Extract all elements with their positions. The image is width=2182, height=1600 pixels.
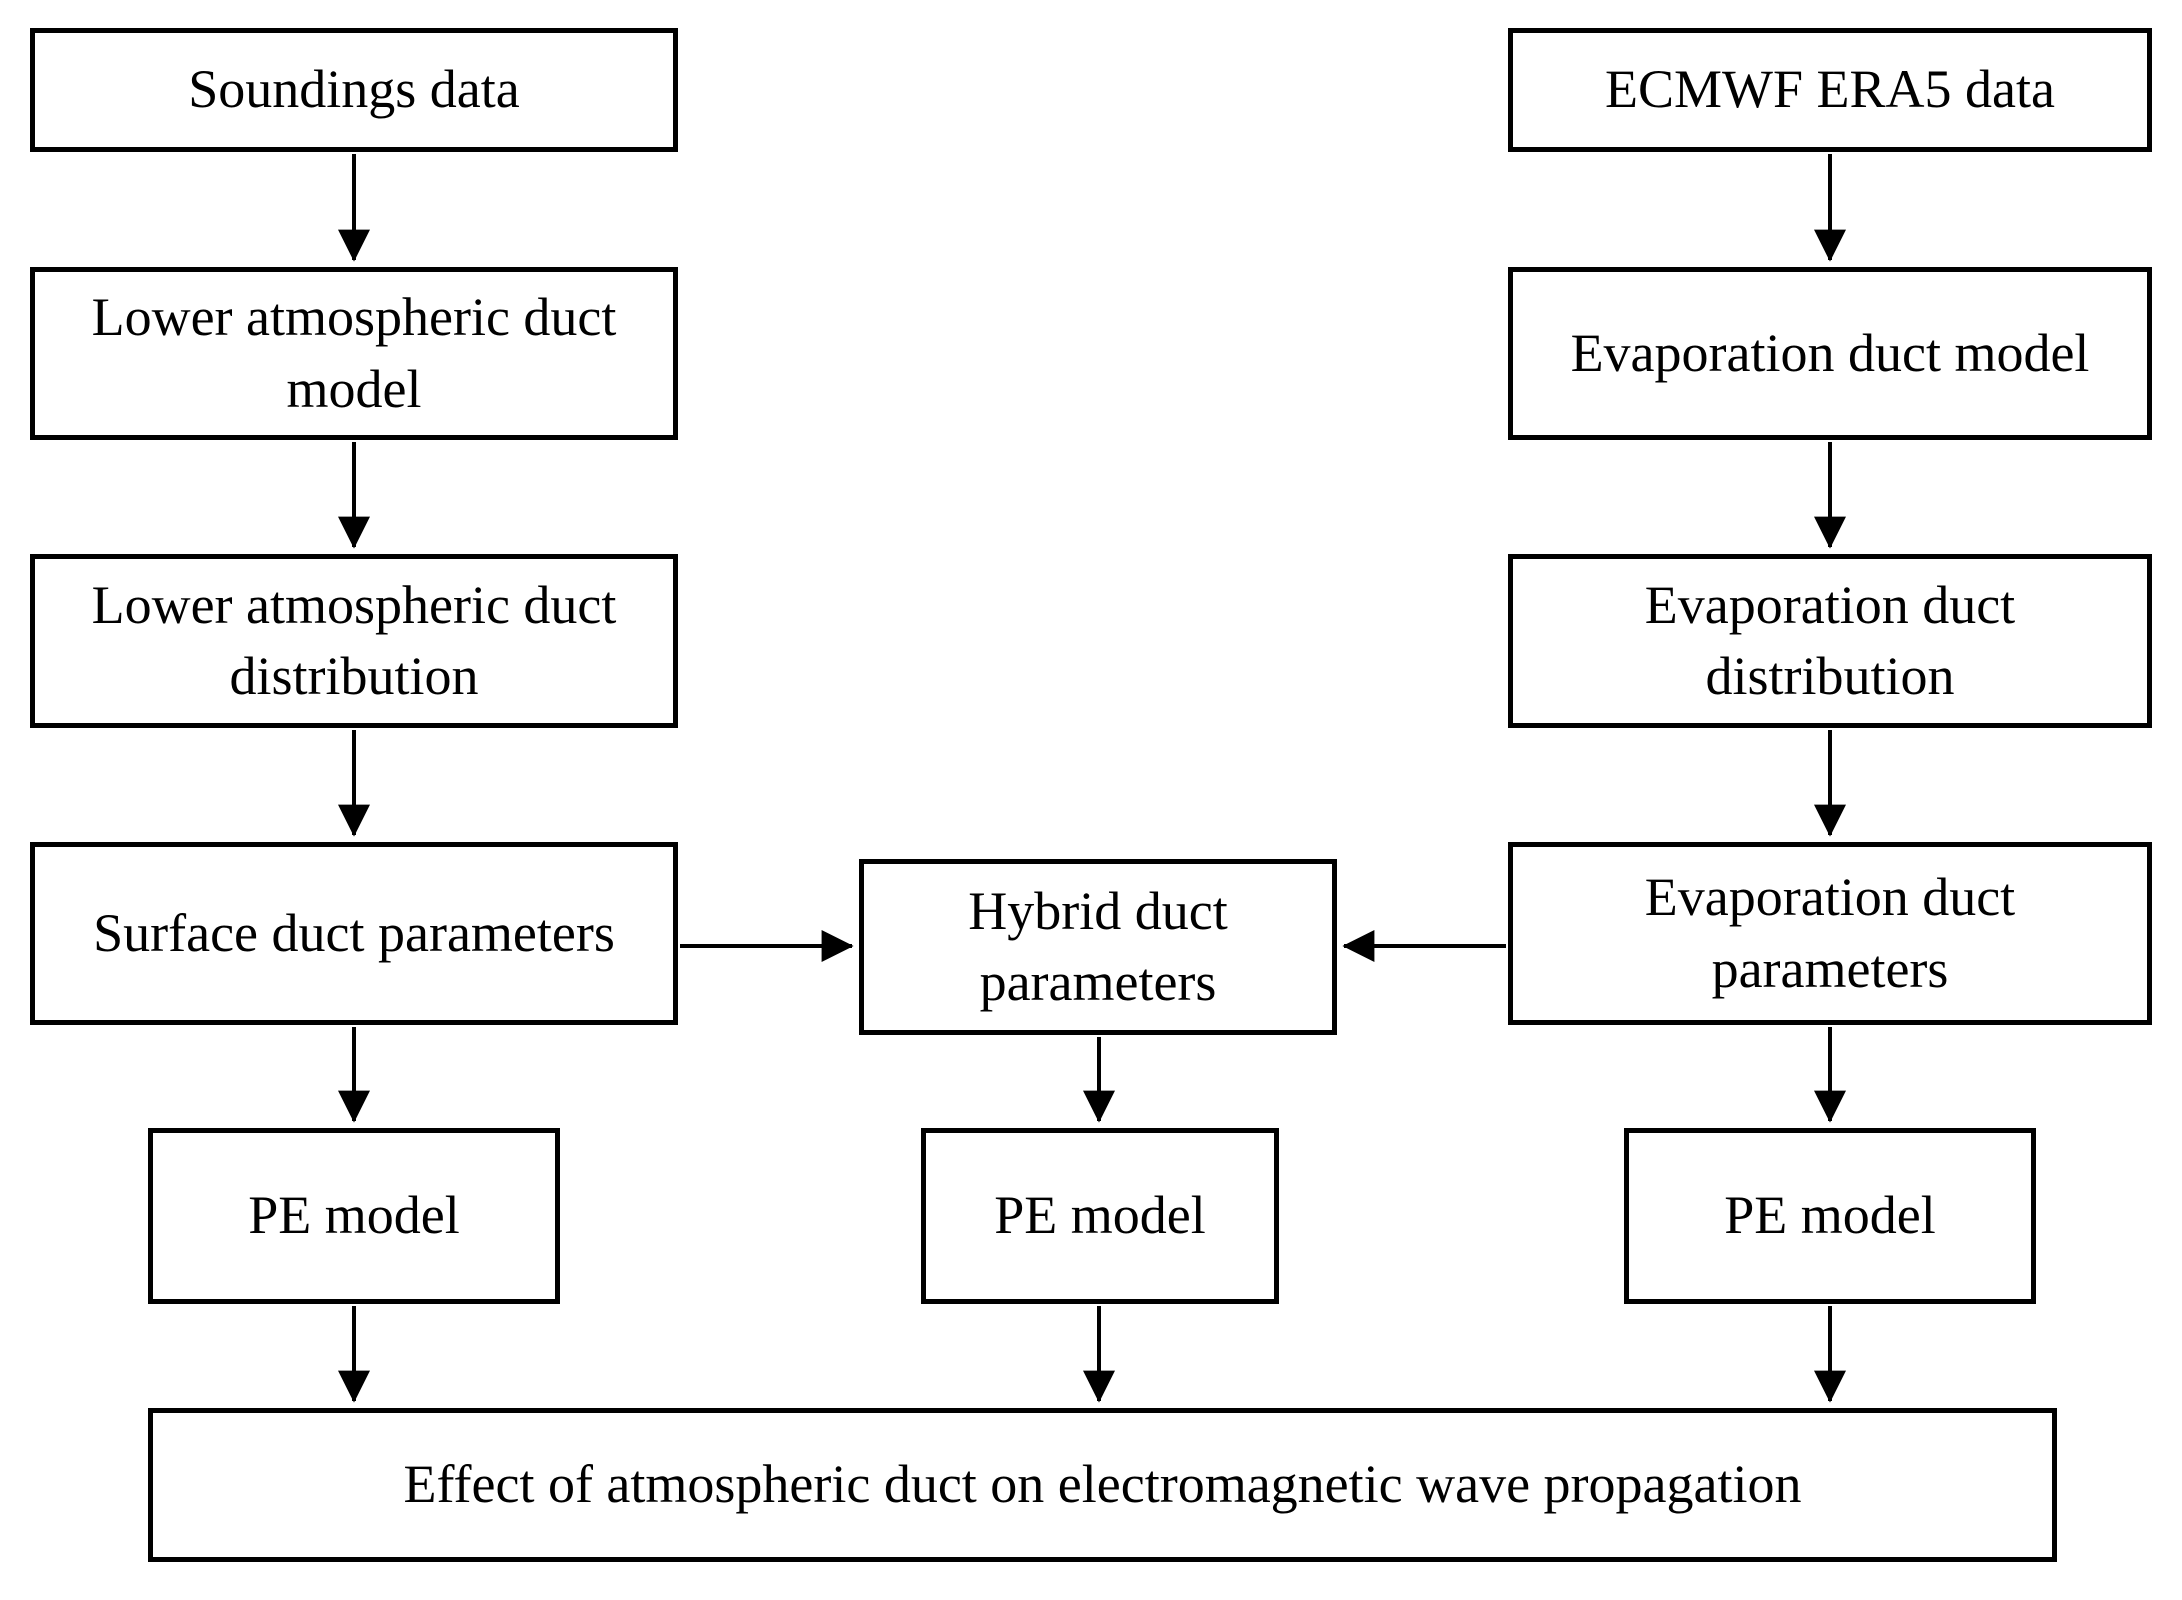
node-ecmwf-era5-data: ECMWF ERA5 data xyxy=(1508,28,2152,152)
node-pe-model-left: PE model xyxy=(148,1128,560,1304)
node-surface-duct-parameters-label: Surface duct parameters xyxy=(93,902,615,963)
node-lower-atmospheric-duct-distribution-label: Lower atmospheric duct distribution xyxy=(91,574,617,706)
node-lower-atmospheric-duct-model: Lower atmospheric duct model xyxy=(30,267,678,440)
node-pe-model-right: PE model xyxy=(1624,1128,2036,1304)
node-evaporation-duct-model-label: Evaporation duct model xyxy=(1570,322,2090,383)
node-evaporation-duct-parameters: Evaporation duct parameters xyxy=(1508,842,2152,1025)
node-soundings-data-label: Soundings data xyxy=(188,59,520,120)
node-pe-model-middle-label: PE model xyxy=(994,1185,1206,1246)
node-pe-model-middle: PE model xyxy=(921,1128,1279,1304)
node-evaporation-duct-distribution-label: Evaporation duct distribution xyxy=(1644,574,2016,706)
node-ecmwf-era5-data-label: ECMWF ERA5 data xyxy=(1605,59,2055,120)
node-lower-atmospheric-duct-model-label: Lower atmospheric duct model xyxy=(91,287,617,419)
node-hybrid-duct-parameters-label: Hybrid duct parameters xyxy=(968,880,1228,1012)
node-pe-model-right-label: PE model xyxy=(1724,1185,1936,1246)
node-lower-atmospheric-duct-distribution: Lower atmospheric duct distribution xyxy=(30,554,678,728)
node-pe-model-left-label: PE model xyxy=(248,1185,460,1246)
node-evaporation-duct-distribution: Evaporation duct distribution xyxy=(1508,554,2152,728)
node-hybrid-duct-parameters: Hybrid duct parameters xyxy=(859,859,1337,1035)
node-evaporation-duct-parameters-label: Evaporation duct parameters xyxy=(1644,867,2016,999)
node-soundings-data: Soundings data xyxy=(30,28,678,152)
node-effect-of-atmospheric-duct: Effect of atmospheric duct on electromag… xyxy=(148,1408,2057,1562)
node-surface-duct-parameters: Surface duct parameters xyxy=(30,842,678,1025)
node-evaporation-duct-model: Evaporation duct model xyxy=(1508,267,2152,440)
node-effect-of-atmospheric-duct-label: Effect of atmospheric duct on electromag… xyxy=(403,1454,1802,1515)
